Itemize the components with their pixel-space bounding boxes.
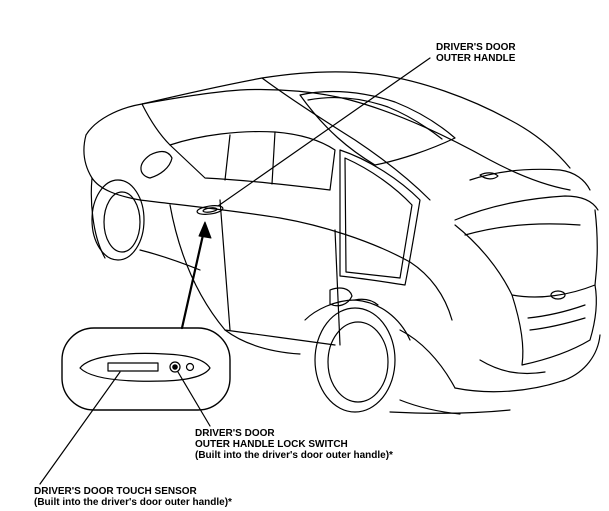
inset-leaders (39, 371, 211, 485)
touch-sensor-label-line2: (Built into the driver's door outer hand… (34, 497, 232, 508)
touch-sensor-label: DRIVER'S DOOR TOUCH SENSOR (Built into t… (34, 486, 232, 508)
lock-switch-label-line1: DRIVER'S DOOR (195, 428, 275, 439)
outer-handle-label: DRIVER'S DOOR OUTER HANDLE (436, 42, 516, 64)
outer-handle-callout (217, 57, 431, 207)
lock-switch-label-line3: (Built into the driver's door outer hand… (195, 450, 393, 461)
inset-arrow (180, 221, 212, 330)
vehicle-body (83, 71, 601, 415)
touch-sensor-label-line1: DRIVER'S DOOR TOUCH SENSOR (34, 486, 197, 497)
outer-handle-label-line2: OUTER HANDLE (436, 53, 516, 64)
lock-switch-label: DRIVER'S DOOR OUTER HANDLE LOCK SWITCH (… (195, 428, 393, 461)
outer-handle-label-line1: DRIVER'S DOOR (436, 42, 516, 53)
handle-detail-inset (61, 327, 231, 411)
lock-switch-label-line2: OUTER HANDLE LOCK SWITCH (195, 439, 348, 450)
